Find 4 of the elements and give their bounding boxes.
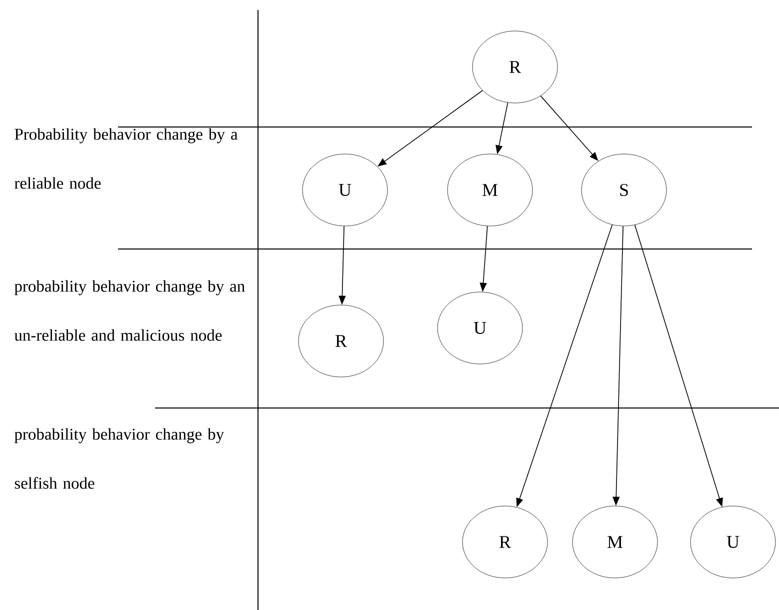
arrow	[378, 90, 483, 166]
row-label: probability behavior change by an un-reliable and malicious node	[14, 280, 245, 341]
row-label: Probability behavior change by a reliable node	[14, 128, 238, 189]
row-label: probability behavior change by selfish node	[14, 428, 224, 489]
